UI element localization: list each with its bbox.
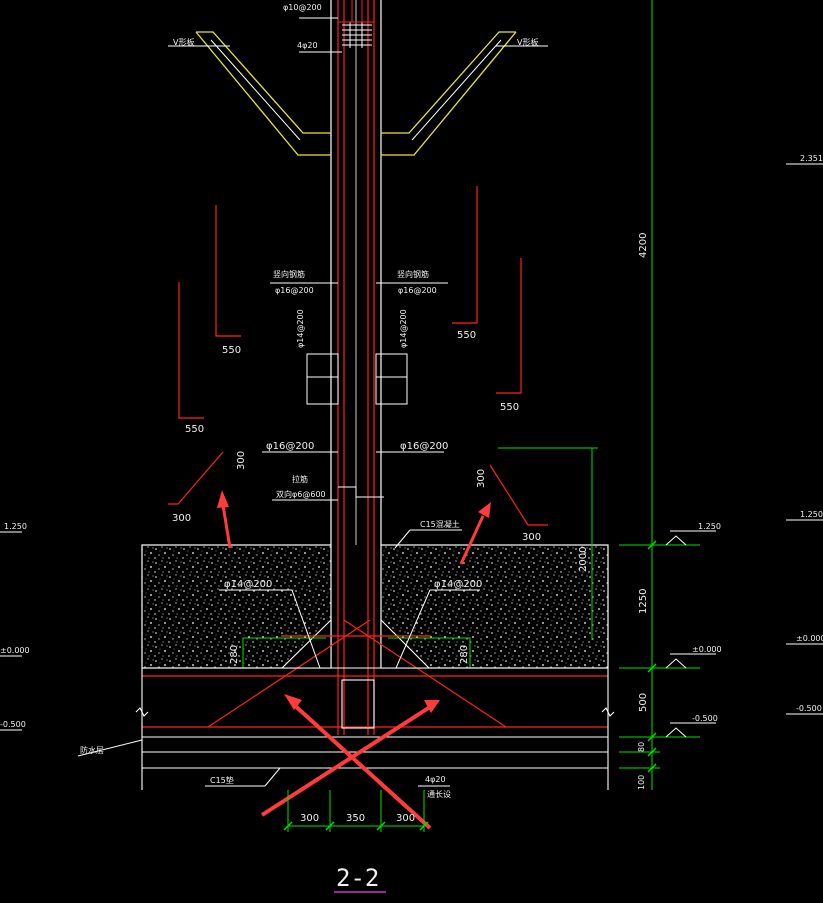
- elev-right-top: 2.351: [800, 154, 823, 163]
- right-haunch-label: V形板: [517, 37, 538, 47]
- tie-label: 拉筋: [292, 474, 308, 484]
- dimension-ticks: [283, 540, 657, 831]
- inner-left-vertical: φ14@200: [296, 309, 305, 348]
- footing-left-spec: φ14@200: [224, 579, 272, 590]
- footing-left-block: [141, 544, 332, 669]
- dim-80: 80: [637, 742, 646, 752]
- dim-550-a: 550: [222, 345, 241, 356]
- top-rebar-spec: φ10@200: [283, 3, 322, 12]
- annotation-arrows: [217, 490, 491, 830]
- dim-300-right-v: 300: [476, 469, 487, 488]
- dim-300-bottom-r: 300: [396, 813, 415, 824]
- v-plate-right: [381, 31, 517, 156]
- elev-right-1250: 1.250: [800, 510, 823, 519]
- dim-500: 500: [638, 693, 649, 712]
- section-title: 2-2: [336, 864, 379, 892]
- cushion-label: C15垫: [210, 775, 234, 785]
- dim-280-left: 280: [229, 645, 240, 664]
- leader-lines: [77, 17, 548, 787]
- mid-right-spec: φ16@200: [400, 441, 448, 452]
- footing-rebars: [142, 619, 608, 728]
- footing-green-rebars: [242, 637, 471, 668]
- left-haunch-label: V形板: [173, 37, 194, 47]
- waterproof-label: 防水层: [80, 745, 104, 755]
- v-plate-inner-lines: [210, 39, 502, 141]
- tie-spec: 双向φ6@600: [276, 489, 326, 499]
- elev-right-000: ±0.000: [796, 634, 823, 643]
- vert-rebar-right-spec: φ16@200: [398, 286, 437, 295]
- dim-550-b: 550: [185, 424, 204, 435]
- concrete-label: C15混凝土: [420, 519, 460, 529]
- footing-right-block: [380, 544, 609, 669]
- dim-1250: 1250: [638, 589, 649, 614]
- vert-rebar-left-label: 竖向钢筋: [273, 269, 305, 279]
- dim-280-right: 280: [459, 645, 470, 664]
- bottom-bars-note: 通长设: [427, 789, 451, 799]
- top-stirrup-marks: [338, 0, 374, 23]
- vert-rebar-left-spec: φ16@200: [275, 286, 314, 295]
- elev-left-neg500: -0.500: [0, 720, 26, 729]
- inner-right-vertical: φ14@200: [399, 309, 408, 348]
- column-rebars: [337, 0, 375, 735]
- hook-rebars: [168, 451, 548, 526]
- wall-side-stubs: [306, 353, 408, 405]
- mid-left-spec: φ16@200: [266, 441, 314, 452]
- dim-300-left-h: 300: [172, 513, 191, 524]
- vert-rebar-right-label: 竖向钢筋: [397, 269, 429, 279]
- elev-mid-1250: 1.250: [698, 522, 721, 531]
- elev-mid-000: ±0.000: [692, 645, 722, 654]
- dim-300-bottom-l: 300: [300, 813, 319, 824]
- elev-mid-neg500: -0.500: [692, 714, 718, 723]
- footing-right-spec: φ14@200: [434, 579, 482, 590]
- column-outline: [330, 0, 382, 545]
- dim-2000: 2000: [578, 547, 589, 572]
- footing-haunch: [280, 618, 431, 669]
- l-rebars: [178, 186, 522, 419]
- dim-550-d: 550: [500, 402, 519, 413]
- dim-300-right-h: 300: [522, 532, 541, 543]
- elevation-markers: [0, 163, 823, 738]
- top-bars-label: 4φ20: [297, 41, 318, 50]
- bottom-layers: [135, 667, 615, 790]
- dim-300-left-v: 300: [236, 451, 247, 470]
- dim-4200: 4200: [638, 233, 649, 258]
- dim-550-c: 550: [457, 330, 476, 341]
- dim-350-bottom: 350: [346, 813, 365, 824]
- elev-left-000: ±0.000: [0, 646, 30, 655]
- bottom-bars-label: 4φ20: [425, 775, 446, 784]
- elev-right-neg500: -0.500: [796, 704, 822, 713]
- dim-100: 100: [637, 775, 646, 790]
- elev-left-1250: 1.250: [4, 522, 27, 531]
- top-stirrups: [342, 22, 372, 48]
- dimension-lines: [287, 0, 700, 832]
- v-plate-left: [195, 31, 331, 156]
